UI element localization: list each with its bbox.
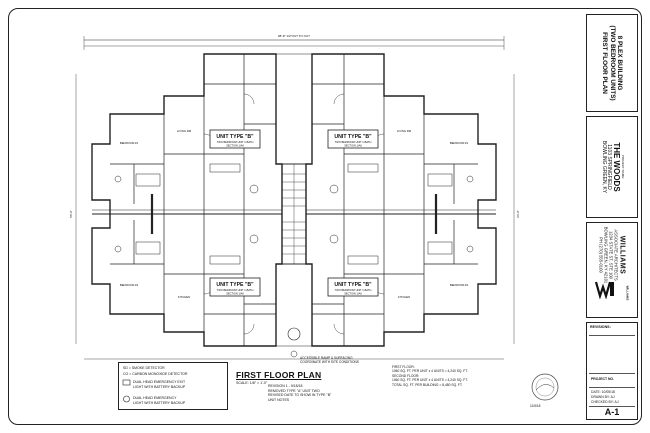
room-tag: KITCHEN: [398, 295, 410, 299]
unit-label-bottom-left: UNIT TYPE "B" TWO BEDROOM UNIT 1-BATH SE…: [209, 277, 261, 297]
checked-by-line: CHECKED BY: AJ: [591, 400, 619, 404]
project-city: BOWLING GREEN, KY: [600, 140, 607, 194]
plan-scale: SCALE: 1/8" = 1'-0": [236, 381, 268, 385]
drawing-sheet-border: [8, 8, 642, 425]
title-block: 8 PLEX BUILDING (TWO BEDROOM UNITS) FIRS…: [586, 14, 638, 420]
unit-label-top-right: UNIT TYPE "B" TWO BEDROOM UNIT 1-BATH SE…: [327, 129, 379, 149]
unit-label-bottom-right: UNIT TYPE "B" TWO BEDROOM UNIT 1-BATH SE…: [327, 277, 379, 297]
drawing-title-box: 8 PLEX BUILDING (TWO BEDROOM UNITS) FIRS…: [586, 14, 638, 112]
plan-title: FIRST FLOOR PLAN SCALE: 1/8" = 1'-0": [236, 370, 321, 385]
revisions-label: REVISIONS:: [590, 325, 611, 329]
legend-light-icon: [122, 379, 131, 403]
left-building-outline: [91, 53, 283, 347]
revisions-and-sheet-box: REVISIONS: PROJECT NO. DATE: 10/05/18 DR…: [586, 322, 638, 420]
logo-word: WILLIAMS: [625, 285, 630, 301]
svg-text:TWO BEDROOM UNIT 1-BATH: TWO BEDROOM UNIT 1-BATH: [335, 140, 372, 144]
svg-text:SECTION 1/A6: SECTION 1/A6: [226, 144, 244, 148]
svg-text:SECTION 1/A6: SECTION 1/A6: [344, 292, 362, 296]
svg-text:SECTION 1/A6: SECTION 1/A6: [226, 292, 244, 296]
project-number-label: PROJECT NO.: [591, 377, 614, 381]
room-tag: BEDROOM #2: [120, 283, 139, 287]
project-name-box: PROJECT NAME: THE WOODS 1103 SPRINGFIELD…: [586, 116, 638, 218]
legend-smoke-detector: SD = SMOKE DETECTOR: [123, 366, 165, 370]
architect-firm-box: WILLIAMS ASSOCIATE ARCHITECTS 1234 STATE…: [586, 222, 638, 318]
legend-emergency-light: DUAL HEAD EMERGENCY: [133, 396, 177, 400]
unit-type-text: UNIT TYPE "B": [334, 134, 372, 140]
legend-exit-light: DUAL HEAD EMERGENCY EXIT: [133, 380, 186, 384]
area-calculations: FIRST FLOOR: 1060 SQ. FT. PER UNIT x 4 U…: [392, 365, 468, 387]
overall-dimension: 98'-8" 1/2"OUT TO OUT: [278, 34, 310, 38]
room-tag: BEDROOM #1: [450, 141, 469, 145]
firm-logo-icon: [595, 281, 614, 299]
drawn-by-line: DRAWN BY: AJ: [591, 395, 615, 399]
revision-note: REVISION 1 - 9/18/18 REMOVED TYPE "A" UN…: [268, 384, 332, 402]
project-name: THE WOODS: [611, 142, 621, 192]
drawing-title-line: (TWO BEDROOM UNITS): [608, 25, 616, 101]
drawing-title-line: FIRST FLOOR PLAN: [601, 32, 609, 94]
date-line: DATE: 10/05/18: [591, 390, 615, 394]
symbol-legend: SD = SMOKE DETECTOR CO = CARBON MONOXIDE…: [118, 362, 228, 410]
drawing-title-line: 8 PLEX BUILDING: [616, 35, 624, 91]
architect-seal-stamp: [531, 373, 559, 401]
room-tag: LIVING RM: [177, 129, 192, 133]
room-tag: LIVING RM: [397, 129, 412, 133]
side-dimension: 56'-0": [69, 210, 73, 218]
right-building-outline: [305, 53, 497, 347]
sheet-number: A-1: [604, 407, 620, 417]
unit-type-text: UNIT TYPE "B": [216, 134, 254, 140]
project-label: PROJECT NAME:: [621, 154, 626, 180]
accessible-ramp-note: ACCESSIBLE RAMP & SURFACING COORDINATE W…: [300, 356, 359, 365]
legend-co-detector: CO = CARBON MONOXIDE DETECTOR: [123, 372, 188, 376]
side-dimension: 63'-0": [516, 210, 520, 218]
room-tag: BEDROOM #1: [120, 141, 139, 145]
unit-label-top-left: UNIT TYPE "B" TWO BEDROOM UNIT 1-BATH SE…: [209, 129, 261, 149]
svg-text:TWO BEDROOM UNIT 1-BATH: TWO BEDROOM UNIT 1-BATH: [335, 288, 372, 292]
svg-text:TWO BEDROOM UNIT 1-BATH: TWO BEDROOM UNIT 1-BATH: [217, 140, 254, 144]
signature-date: 11/5/18: [530, 404, 541, 408]
floor-plan-drawing: UNIT TYPE "B" TWO BEDROOM UNIT 1-BATH SE…: [69, 34, 520, 360]
svg-text:SECTION 1/A6: SECTION 1/A6: [344, 144, 362, 148]
room-tag: BEDROOM #2: [450, 283, 469, 287]
plan-title-text: FIRST FLOOR PLAN: [236, 370, 322, 380]
firm-name: WILLIAMS: [618, 235, 626, 275]
svg-text:TWO BEDROOM UNIT 1-BATH: TWO BEDROOM UNIT 1-BATH: [217, 288, 254, 292]
unit-type-text: UNIT TYPE "B": [216, 282, 254, 288]
room-tag: KITCHEN: [178, 295, 190, 299]
unit-type-text: UNIT TYPE "B": [334, 282, 372, 288]
